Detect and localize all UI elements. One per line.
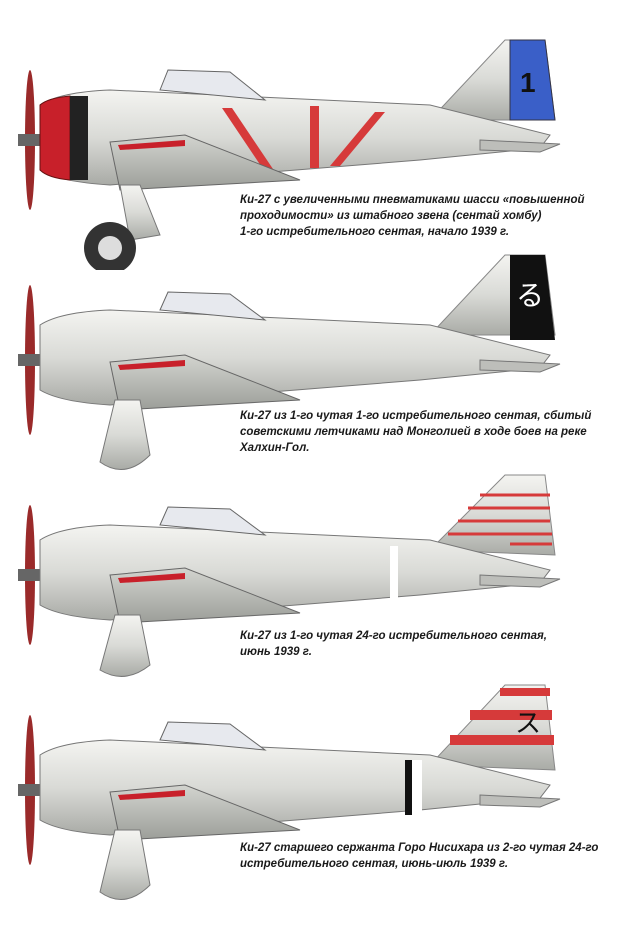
aircraft-profile-1: 1 Ки-27 с увеличенными пневматиками шасс… — [0, 20, 640, 270]
landing-gear — [119, 184, 161, 241]
canopy — [159, 506, 267, 536]
rudder-black — [510, 255, 555, 340]
wing — [109, 354, 301, 411]
rudder-blue — [509, 39, 556, 121]
wing — [109, 567, 301, 624]
caption-4: Ки-27 старшего сержанта Горо Нисихара из… — [240, 842, 599, 870]
fuselage-band — [390, 546, 398, 598]
canopy — [159, 291, 267, 321]
aircraft-profile-2: る Ки-27 из 1-го чутая 1-го истребительно… — [0, 250, 640, 485]
cowling — [39, 95, 71, 181]
tail-stripes — [450, 688, 554, 745]
tail-marking: る — [516, 279, 544, 312]
aircraft-profile-4: ス Ки-27 старшего сержанта Горо Нисихара … — [0, 680, 640, 930]
tail-marking: 1 — [520, 67, 536, 98]
landing-gear — [99, 829, 151, 900]
tail-marking: ス — [515, 709, 541, 739]
tail-stripes — [448, 493, 552, 546]
caption-2: Ки-27 из 1-го чутая 1-го истребительного… — [240, 410, 592, 454]
aircraft-illustration-2: る — [18, 254, 561, 470]
aircraft-profile-3: Ки-27 из 1-го чутая 24-го истребительног… — [0, 470, 640, 680]
wing — [109, 134, 301, 191]
landing-gear — [99, 614, 151, 677]
fuselage-band-black — [405, 760, 412, 815]
canopy — [159, 721, 267, 751]
wing — [109, 784, 301, 841]
canopy — [159, 69, 267, 101]
aircraft-illustration-3 — [18, 474, 561, 677]
aircraft-illustration-1: 1 — [18, 39, 561, 270]
caption-3: Ки-27 из 1-го чутая 24-го истребительног… — [240, 630, 547, 658]
landing-gear — [99, 399, 151, 470]
fuselage-stripe — [222, 108, 275, 172]
caption-1: Ки-27 с увеличенными пневматиками шасси … — [240, 194, 585, 238]
aircraft-illustration-4: ス — [18, 684, 561, 900]
